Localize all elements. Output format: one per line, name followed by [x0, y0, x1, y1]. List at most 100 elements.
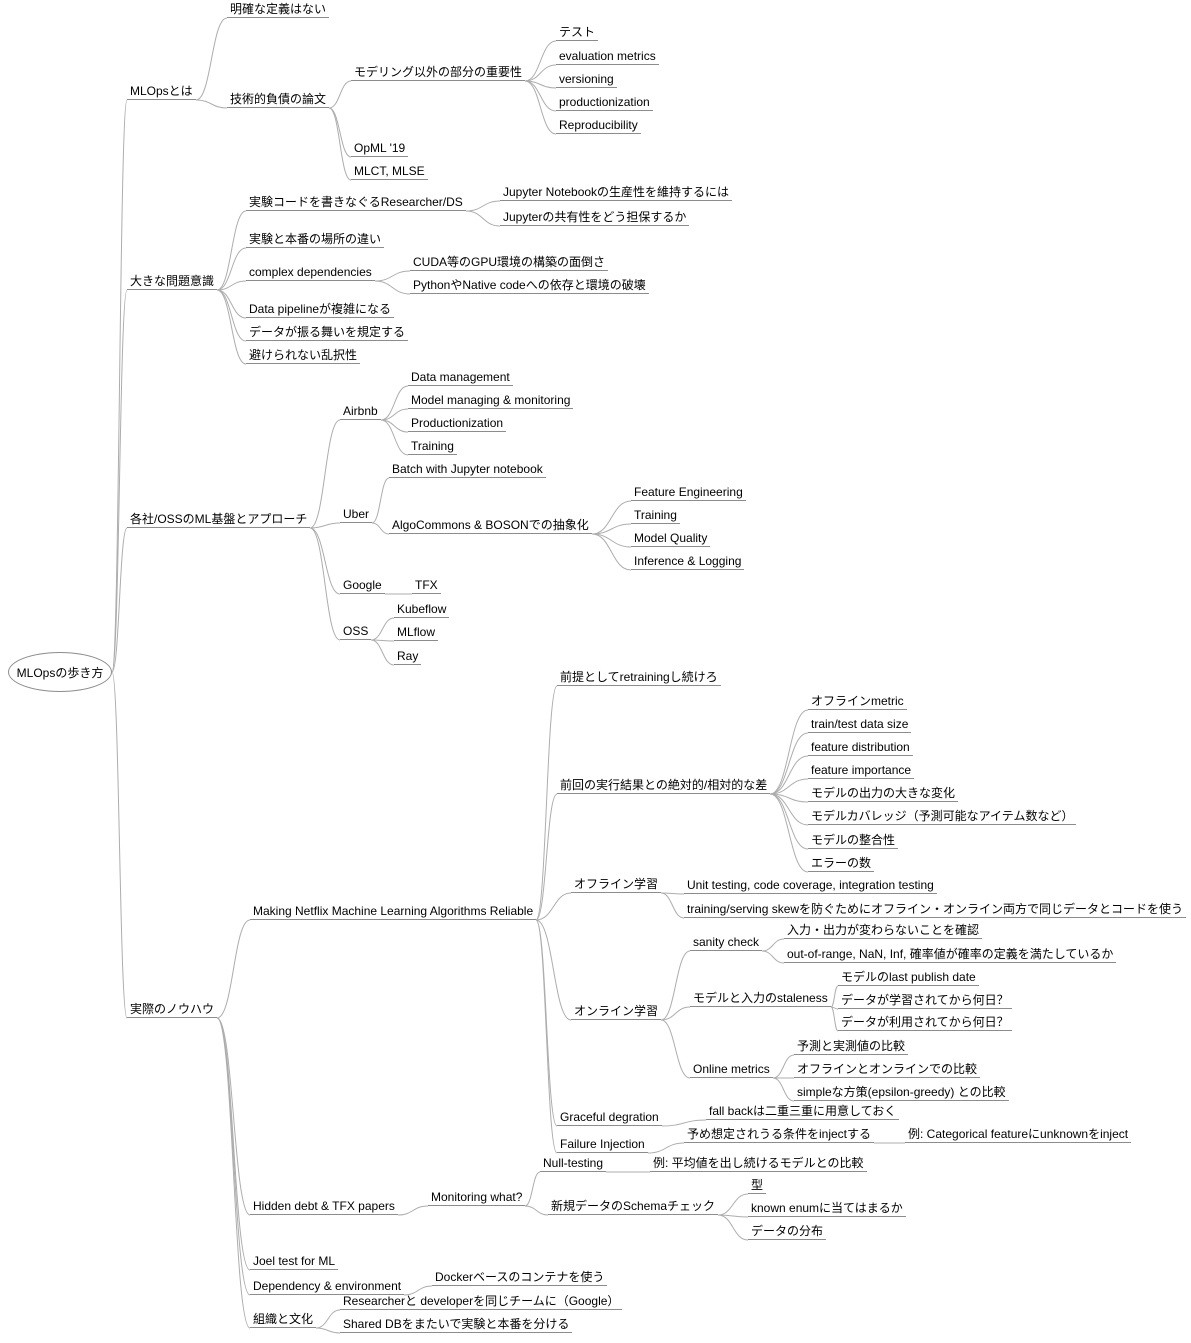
mindmap-node[interactable]: モデルの出力の大きな変化: [808, 786, 959, 802]
mindmap-root-node[interactable]: MLOpsの歩き方: [8, 652, 112, 692]
mindmap-node[interactable]: OSS: [340, 624, 372, 640]
mindmap-node[interactable]: Data management: [408, 370, 513, 386]
mindmap-node[interactable]: データが利用されてから何日？: [838, 1015, 1012, 1031]
mindmap-edge: [761, 950, 785, 964]
mindmap-node[interactable]: Hidden debt & TFX papers: [250, 1199, 398, 1215]
mindmap-node[interactable]: オフラインとオンラインでの比較: [794, 1062, 981, 1078]
mindmap-node[interactable]: 実験と本番の場所の違い: [246, 232, 385, 248]
mindmap-node[interactable]: Online metrics: [690, 1062, 773, 1078]
mindmap-node[interactable]: PythonやNative codeへの依存と環境の破壊: [410, 278, 649, 294]
mindmap-node[interactable]: モデルの整合性: [808, 833, 899, 849]
mindmap-node[interactable]: Google: [340, 578, 385, 594]
mindmap-node[interactable]: モデルのlast publish date: [838, 970, 979, 986]
mindmap-node[interactable]: Productionization: [408, 416, 507, 432]
mindmap-node[interactable]: TFX: [412, 578, 441, 594]
mindmap-node[interactable]: Feature Engineering: [631, 485, 746, 501]
mindmap-node[interactable]: Jupyterの共有性をどう担保するか: [500, 210, 690, 226]
mindmap-node[interactable]: Joel test for ML: [250, 1254, 339, 1270]
mindmap-node[interactable]: feature importance: [808, 763, 915, 779]
mindmap-node[interactable]: 入力・出力が変わらないことを確認: [784, 923, 983, 939]
mindmap-node[interactable]: MLCT, MLSE: [351, 164, 428, 180]
mindmap-node[interactable]: versioning: [556, 72, 617, 88]
mindmap-edge: [309, 419, 341, 529]
mindmap-node[interactable]: Airbnb: [340, 404, 381, 420]
mindmap-node[interactable]: CUDA等のGPU環境の構築の面倒さ: [410, 255, 609, 271]
mindmap-edge: [524, 80, 557, 135]
mindmap-node[interactable]: Researcherと developerを同じチームに（Google）: [340, 1294, 623, 1310]
mindmap-edge: [216, 289, 247, 365]
mindmap-node[interactable]: モデルと入力のstaleness: [690, 991, 831, 1007]
mindmap-node[interactable]: オフライン学習: [571, 877, 662, 893]
mindmap-node[interactable]: モデリング以外の部分の重要性: [351, 65, 526, 81]
mindmap-node[interactable]: Data pipelineが複雑になる: [246, 302, 395, 318]
mindmap-node[interactable]: known enumに当てはまるか: [748, 1201, 906, 1217]
mindmap-node[interactable]: Dockerベースのコンテナを使う: [432, 1270, 608, 1286]
mindmap-node[interactable]: OpML '19: [351, 141, 409, 157]
mindmap-node[interactable]: エラーの数: [808, 856, 875, 872]
mindmap-node[interactable]: training/serving skewを防ぐためにオフライン・オンライン両方…: [684, 902, 1187, 918]
mindmap-node[interactable]: オンライン学習: [571, 1004, 662, 1020]
mindmap-node[interactable]: 大きな問題意識: [127, 274, 218, 290]
mindmap-node[interactable]: 例: 平均値を出し続けるモデルとの比較: [650, 1156, 867, 1172]
mindmap-node[interactable]: fall backは二重三重に用意しておく: [706, 1104, 900, 1120]
mindmap-node[interactable]: Batch with Jupyter notebook: [389, 462, 546, 478]
mindmap-node[interactable]: Uber: [340, 507, 373, 523]
mindmap-node[interactable]: Model managing & monitoring: [408, 393, 574, 409]
mindmap-node[interactable]: オフラインmetric: [808, 694, 907, 710]
mindmap-node[interactable]: データが学習されてから何日？: [838, 993, 1012, 1009]
mindmap-node[interactable]: Kubeflow: [394, 602, 450, 618]
mindmap-node[interactable]: Inference & Logging: [631, 554, 745, 570]
mindmap-node[interactable]: データが振る舞いを規定する: [246, 325, 409, 341]
mindmap-edge: [591, 500, 632, 535]
mindmap-node[interactable]: complex dependencies: [246, 265, 375, 281]
mindmap-node[interactable]: 型: [748, 1178, 767, 1194]
mindmap-node[interactable]: データの分布: [748, 1224, 827, 1240]
mindmap-node[interactable]: 前回の実行結果との絶対的/相対的な差: [557, 778, 771, 794]
mindmap-node[interactable]: 予測と実測値の比較: [794, 1039, 909, 1055]
mindmap-node[interactable]: Model Quality: [631, 531, 711, 547]
mindmap-edge: [660, 892, 685, 919]
mindmap-node[interactable]: 実験コードを書きなぐるResearcher/DS: [246, 195, 466, 211]
mindmap-node[interactable]: 例: Categorical featureにunknownをinject: [905, 1127, 1132, 1143]
mindmap-node[interactable]: 予め想定されうる条件をinjectする: [684, 1127, 875, 1143]
mindmap-node[interactable]: Failure Injection: [557, 1137, 648, 1153]
mindmap-node[interactable]: 新規データのSchemaチェック: [548, 1199, 719, 1215]
mindmap-node[interactable]: 実際のノウハウ: [127, 1002, 218, 1018]
mindmap-node[interactable]: Making Netflix Machine Learning Algorith…: [250, 904, 537, 920]
mindmap-node[interactable]: Unit testing, code coverage, integration…: [684, 878, 937, 894]
mindmap-node[interactable]: AlgoCommons & BOSONでの抽象化: [389, 518, 592, 534]
mindmap-node[interactable]: テスト: [556, 25, 599, 41]
mindmap-node[interactable]: productionization: [556, 95, 653, 111]
mindmap-node[interactable]: Reproducibility: [556, 118, 641, 134]
mindmap-edge: [591, 533, 632, 571]
mindmap-node[interactable]: Ray: [394, 649, 422, 665]
mindmap-node[interactable]: Null-testing: [540, 1156, 607, 1172]
mindmap-node[interactable]: MLOpsとは: [127, 84, 196, 100]
mindmap-node[interactable]: 前提としてretrainingし続けろ: [557, 670, 721, 686]
mindmap-node[interactable]: 避けられない乱択性: [246, 348, 361, 364]
mindmap-node[interactable]: 明確な定義はない: [227, 2, 330, 18]
mindmap-node[interactable]: Training: [408, 439, 457, 455]
mindmap-node[interactable]: Monitoring what?: [428, 1190, 526, 1206]
mindmap-node[interactable]: Training: [631, 508, 680, 524]
mindmap-node[interactable]: feature distribution: [808, 740, 913, 756]
mindmap-node[interactable]: Shared DBをまたいで実験と本番を分ける: [340, 1317, 573, 1333]
mindmap-node[interactable]: モデルカバレッジ（予測可能なアイテム数など）: [808, 809, 1077, 825]
mindmap-node[interactable]: MLflow: [394, 625, 439, 641]
mindmap-node[interactable]: Graceful degration: [557, 1110, 662, 1126]
mindmap-node[interactable]: Dependency & environment: [250, 1279, 405, 1295]
mindmap-node[interactable]: simpleな方策(epsilon-greedy) との比較: [794, 1085, 1009, 1101]
mindmap-node[interactable]: out-of-range, NaN, Inf, 確率値が確率の定義を満たしている…: [784, 947, 1117, 963]
mindmap-node[interactable]: evaluation metrics: [556, 49, 659, 65]
mindmap-edge: [195, 17, 228, 101]
mindmap-node[interactable]: 各社/OSSのML基盤とアプローチ: [127, 512, 311, 528]
mindmap-edge: [216, 280, 247, 291]
mindmap-node[interactable]: 組織と文化: [250, 1312, 317, 1328]
mindmap-edge: [315, 1309, 341, 1329]
mindmap-node[interactable]: train/test data size: [808, 717, 912, 733]
mindmap-node[interactable]: sanity check: [690, 935, 763, 951]
mindmap-node[interactable]: 技術的負債の論文: [227, 92, 330, 108]
mindmap-node[interactable]: Jupyter Notebookの生産性を維持するには: [500, 185, 733, 201]
